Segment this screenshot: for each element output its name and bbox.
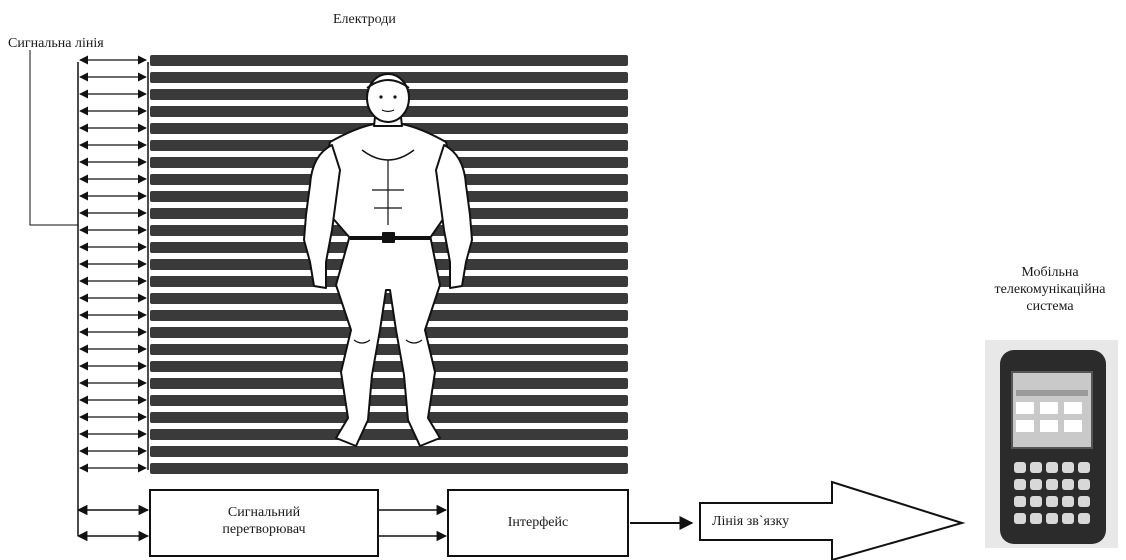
electrode-strip xyxy=(150,463,628,474)
mobile-system-label: Мобільна телекомунікаційна система xyxy=(975,264,1125,315)
phone-key xyxy=(1078,513,1090,524)
mobile-system-label-line2: телекомунікаційна xyxy=(975,281,1125,298)
phone-key xyxy=(1046,479,1058,490)
phone-key xyxy=(1014,462,1026,473)
signal-line-label: Сигнальна лінія xyxy=(8,36,104,52)
phone-key xyxy=(1014,513,1026,524)
electrode-strip xyxy=(150,429,628,440)
mobile-phone-icon xyxy=(985,340,1118,548)
electrodes-label: Електроди xyxy=(333,12,396,28)
electrode-strip xyxy=(150,293,628,304)
signal-converter-label-line1: Сигнальний xyxy=(150,504,378,521)
signal-converter-label-line2: перетворювач xyxy=(150,521,378,538)
phone-key xyxy=(1014,496,1026,507)
phone-key xyxy=(1062,462,1074,473)
electrode-strip xyxy=(150,310,628,321)
comm-line-label: Лінія зв`язку xyxy=(712,514,789,530)
electrode-strip xyxy=(150,361,628,372)
electrode-strip xyxy=(150,378,628,389)
phone-key xyxy=(1030,479,1042,490)
phone-key xyxy=(1078,479,1090,490)
electrode-strip xyxy=(150,327,628,338)
electrode-strip xyxy=(150,395,628,406)
signal-line-connector xyxy=(30,50,78,225)
phone-key xyxy=(1046,462,1058,473)
phone-key xyxy=(1030,496,1042,507)
phone-key xyxy=(1062,496,1074,507)
interface-label: Інтерфейс xyxy=(448,514,628,531)
phone-key xyxy=(1062,513,1074,524)
phone-key xyxy=(1046,513,1058,524)
electrode-strip xyxy=(150,344,628,355)
phone-key xyxy=(1078,496,1090,507)
electrode-strip xyxy=(150,412,628,423)
phone-key xyxy=(1078,462,1090,473)
phone-key xyxy=(1030,513,1042,524)
electrode-strip xyxy=(150,55,628,66)
phone-key xyxy=(1030,462,1042,473)
phone-key xyxy=(1046,496,1058,507)
signal-converter-label: Сигнальний перетворювач xyxy=(150,504,378,538)
mobile-system-label-line3: система xyxy=(975,298,1125,315)
phone-key xyxy=(1062,479,1074,490)
mobile-system-label-line1: Мобільна xyxy=(975,264,1125,281)
phone-key xyxy=(1014,479,1026,490)
bus-arrows xyxy=(80,60,146,468)
electrode-strip xyxy=(150,446,628,457)
